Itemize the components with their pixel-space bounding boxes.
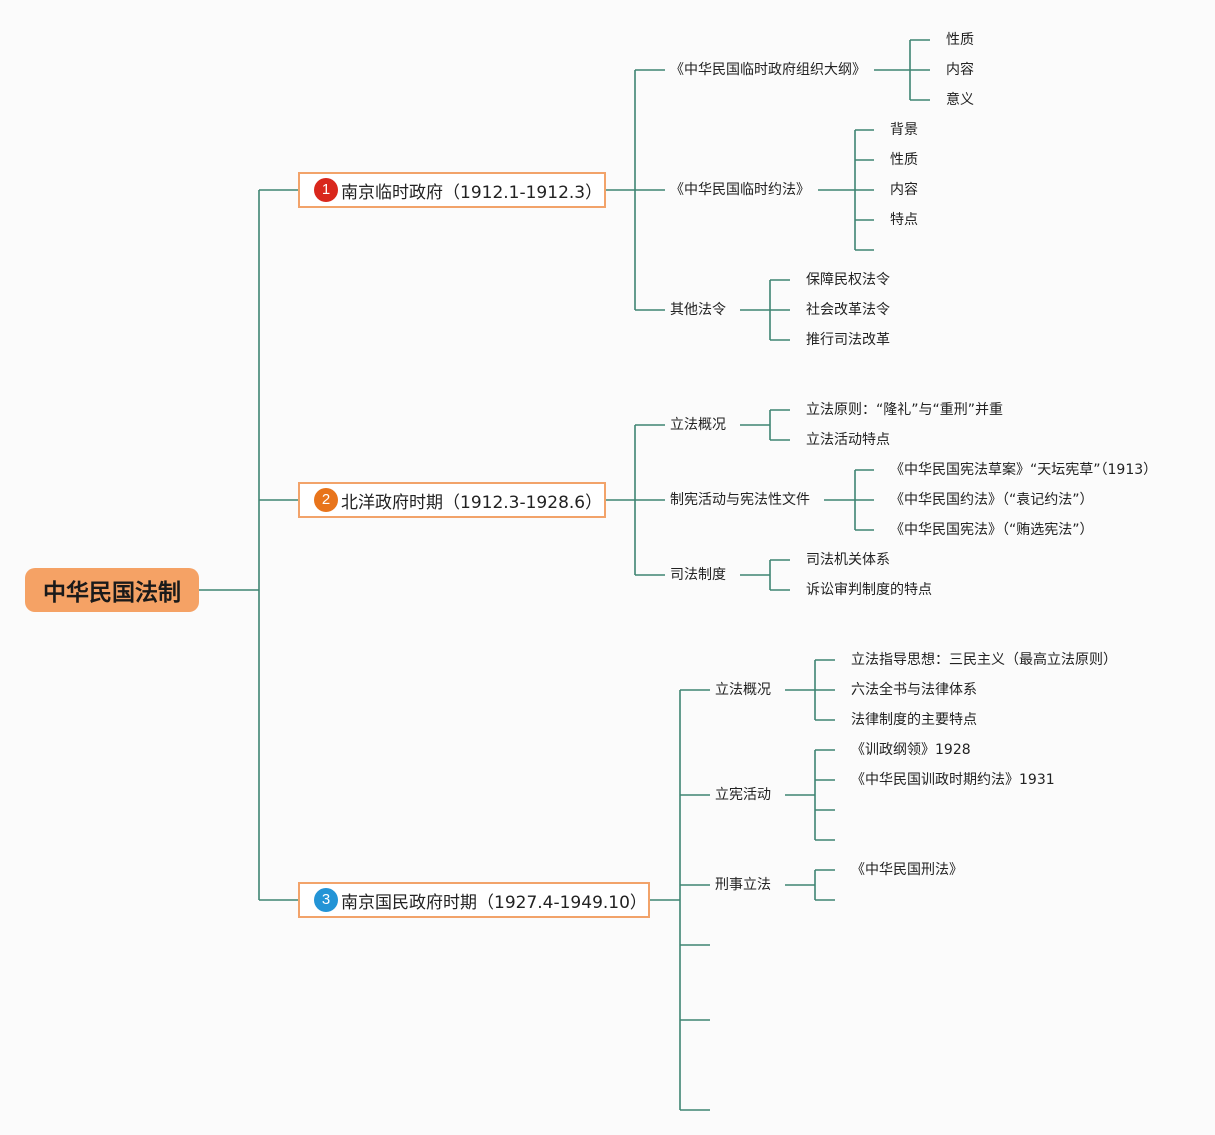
leaf-topic[interactable]: 《中华民国约法》（“袁记约法”） (890, 492, 1094, 508)
number-badge-icon: 2 (314, 488, 338, 512)
subtopic[interactable]: 其他法令 (670, 302, 726, 318)
leaf-topic[interactable]: 《训政纲领》1928 (851, 742, 971, 758)
leaf-topic[interactable]: 内容 (890, 182, 918, 198)
subtopic[interactable]: 制宪活动与宪法性文件 (670, 492, 810, 508)
leaf-topic[interactable]: 性质 (890, 152, 918, 168)
leaf-topic[interactable]: 立法活动特点 (806, 432, 890, 448)
leaf-topic[interactable]: 司法机关体系 (806, 552, 890, 568)
leaf-topic[interactable]: 性质 (946, 32, 974, 48)
leaf-topic[interactable]: 意义 (946, 92, 974, 108)
number-badge-icon: 3 (314, 888, 338, 912)
leaf-topic[interactable]: 保障民权法令 (806, 272, 890, 288)
leaf-topic[interactable]: 推行司法改革 (806, 332, 890, 348)
leaf-topic[interactable]: 法律制度的主要特点 (851, 712, 977, 728)
subtopic[interactable]: 立法概况 (715, 682, 771, 698)
subtopic[interactable]: 刑事立法 (715, 877, 771, 893)
leaf-topic[interactable]: 立法指导思想：三民主义（最高立法原则） (851, 652, 1117, 668)
leaf-topic[interactable]: 特点 (890, 212, 918, 228)
subtopic[interactable]: 立宪活动 (715, 787, 771, 803)
leaf-topic[interactable]: 社会改革法令 (806, 302, 890, 318)
subtopic[interactable]: 《中华民国临时政府组织大纲》 (670, 62, 866, 78)
leaf-topic[interactable]: 《中华民国宪法》（“贿选宪法”） (890, 522, 1094, 538)
subtopic[interactable]: 司法制度 (670, 567, 726, 583)
leaf-topic[interactable]: 内容 (946, 62, 974, 78)
branch-label: 北洋政府时期（1912.3-1928.6） (341, 492, 603, 513)
leaf-topic[interactable]: 《中华民国刑法》 (851, 862, 963, 878)
root-topic[interactable]: 中华民国法制 (25, 568, 199, 612)
leaf-topic[interactable]: 《中华民国训政时期约法》1931 (851, 772, 1055, 788)
subtopic[interactable]: 立法概况 (670, 417, 726, 433)
leaf-topic[interactable]: 《中华民国宪法草案》“天坛宪草”（1913） (890, 462, 1158, 478)
leaf-topic[interactable]: 六法全书与法律体系 (851, 682, 977, 698)
branch-label: 南京临时政府（1912.1-1912.3） (341, 182, 603, 203)
leaf-topic[interactable]: 诉讼审判制度的特点 (806, 582, 932, 598)
leaf-topic[interactable]: 背景 (890, 122, 918, 138)
number-badge-icon: 1 (314, 178, 338, 202)
subtopic[interactable]: 《中华民国临时约法》 (670, 182, 810, 198)
leaf-topic[interactable]: 立法原则：“隆礼”与“重刑”并重 (806, 402, 1004, 418)
branch-label: 南京国民政府时期（1927.4-1949.10） (341, 892, 647, 913)
